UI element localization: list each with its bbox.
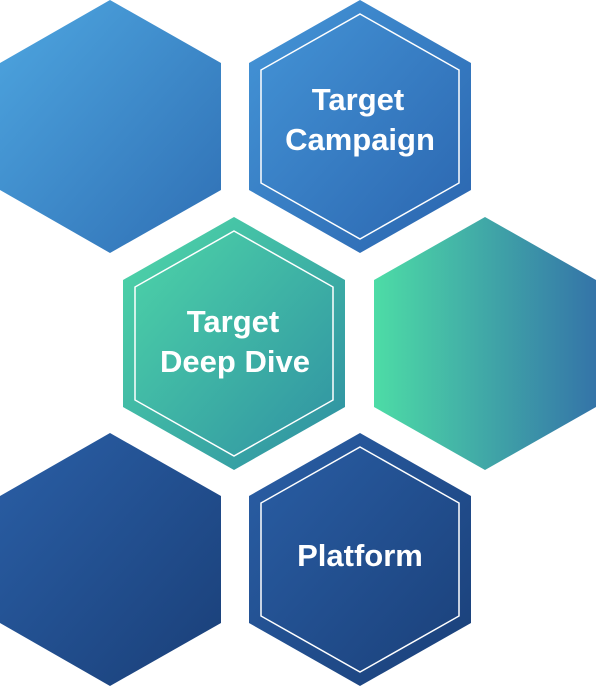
hexagon-bottom-left (0, 433, 221, 686)
hexagon-middle-left-inner-border (134, 230, 334, 457)
hexagon-bottom-right-inner-border (260, 446, 460, 673)
hexagon-top-right: Target Campaign (249, 0, 471, 253)
hexagon-middle-right (374, 217, 596, 470)
hexagon-middle-left-shape (123, 217, 345, 470)
hexagon-top-right-shape (249, 0, 471, 253)
hexagon-bottom-left-shape (0, 433, 221, 686)
hexagon-bottom-right-label-line-1: Platform (297, 538, 423, 573)
hexagon-top-right-label-line-2: Campaign (285, 122, 435, 157)
hexagon-middle-left: Target Deep Dive (123, 217, 345, 470)
hexagon-top-right-label-line-1: Target (312, 82, 404, 117)
hexagon-middle-right-shape (374, 217, 596, 470)
hexagon-top-left (0, 0, 221, 253)
hexagon-bottom-right: Platform (249, 433, 471, 686)
hexagon-middle-left-label-line-2: Deep Dive (160, 344, 310, 379)
hexagon-bottom-right-shape (249, 433, 471, 686)
hexagon-top-right-inner-border (260, 13, 460, 240)
hexagon-middle-left-label-line-1: Target (187, 304, 279, 339)
hexagon-top-left-shape (0, 0, 221, 253)
